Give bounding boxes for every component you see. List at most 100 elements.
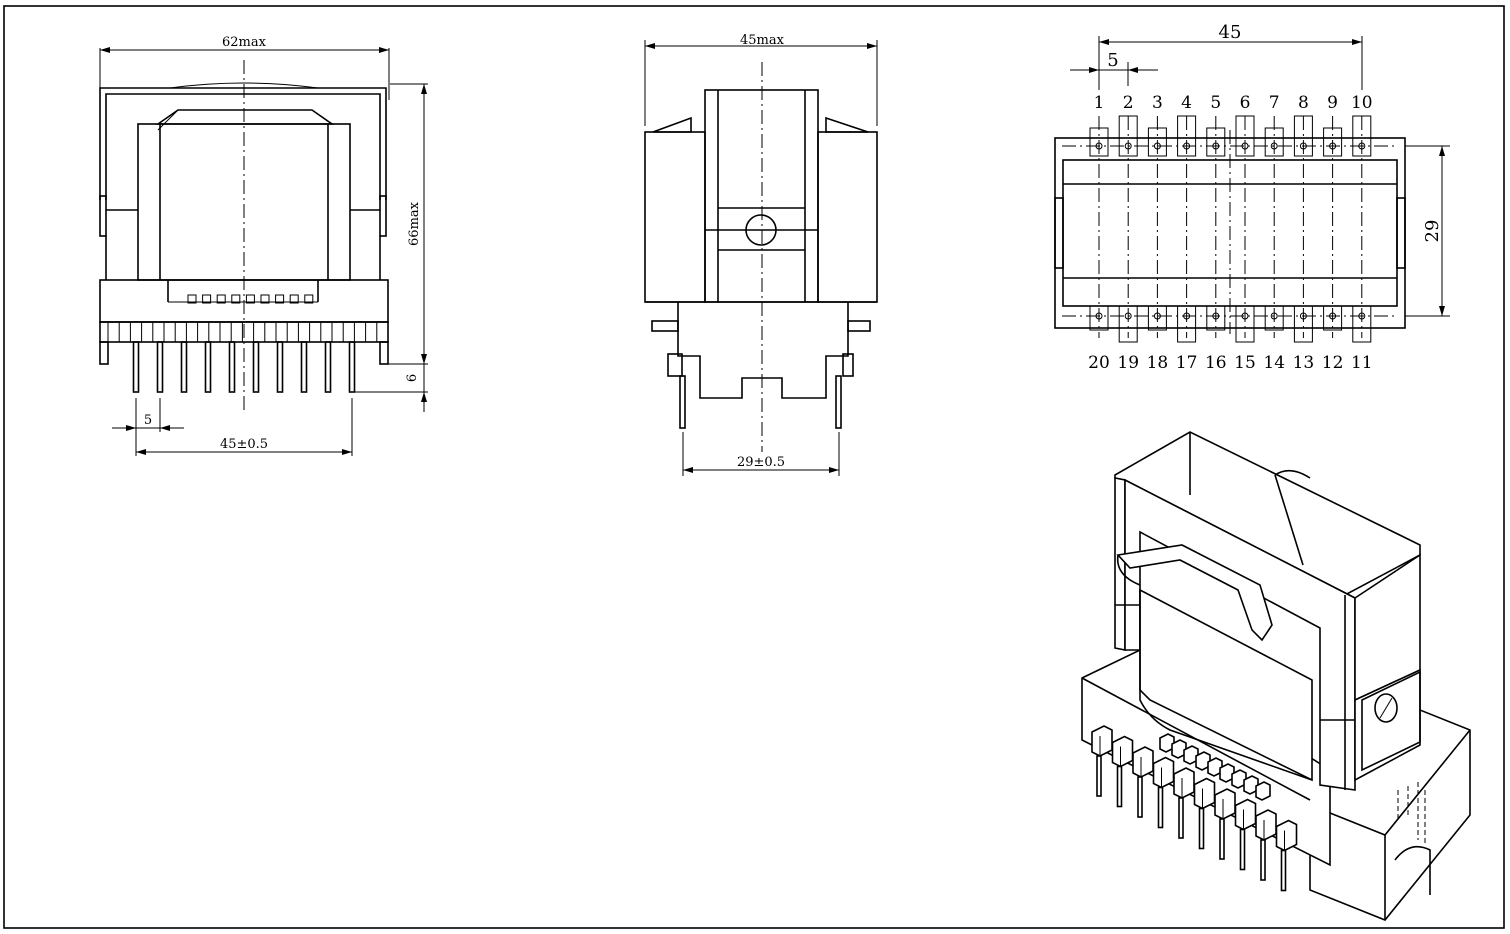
width-label: 62max — [222, 35, 267, 50]
top-pin-label: 9 — [1327, 93, 1338, 113]
front-pin — [276, 341, 284, 393]
top-pin-pad — [1293, 115, 1313, 157]
bottom-pin-pad — [1352, 305, 1372, 343]
bottom-pin-pad — [1118, 305, 1138, 343]
bottom-pin-pad — [1177, 305, 1197, 343]
iso-pin — [1096, 755, 1102, 797]
bottom-pitch-label: 5 — [1107, 50, 1118, 71]
side-width-label: 45max — [740, 33, 785, 48]
base-slot — [304, 294, 314, 304]
base-slot — [187, 294, 197, 304]
height-label: 66max — [407, 201, 422, 246]
bottom-pin-pad — [1235, 305, 1255, 343]
side-span-label: 29±0.5 — [737, 455, 785, 470]
front-pin — [252, 341, 260, 393]
front-pin — [300, 341, 308, 393]
iso-pin — [1260, 839, 1266, 881]
top-pin-hole — [1124, 142, 1132, 150]
top-pin-label: 3 — [1152, 93, 1163, 113]
base-slot — [275, 294, 285, 304]
front-pin — [204, 341, 212, 393]
top-pin-pad — [1089, 127, 1109, 157]
top-pin-pad — [1118, 115, 1138, 157]
top-pin-label: 7 — [1269, 93, 1280, 113]
isometric-view — [1081, 431, 1471, 921]
bottom-pin-label: 18 — [1147, 353, 1169, 373]
front-pin — [156, 341, 164, 393]
iso-pin-block — [1091, 725, 1113, 757]
base-slot — [202, 294, 212, 304]
top-pin-hole — [1270, 142, 1278, 150]
iso-pin-block — [1275, 819, 1298, 852]
bottom-height-label: 29 — [1422, 220, 1443, 243]
bottom-pin-pad — [1147, 305, 1167, 331]
iso-pin-block — [1173, 767, 1195, 799]
top-pin-pad — [1177, 115, 1197, 157]
base-slot — [289, 294, 299, 304]
bottom-pin-pad — [1264, 305, 1284, 331]
top-pin-pad — [1206, 127, 1226, 157]
top-pin-label: 5 — [1210, 93, 1221, 113]
front-pin — [180, 341, 188, 393]
iso-inner-pin — [1255, 781, 1271, 801]
top-pin-pad — [1147, 127, 1167, 157]
sheet-border — [3, 5, 1505, 929]
front-pin — [132, 341, 140, 393]
iso-pin — [1178, 797, 1184, 839]
bottom-pin-hole — [1270, 312, 1278, 320]
bottom-pin-pad — [1323, 305, 1343, 331]
bottom-span-label: 45 — [1219, 22, 1242, 43]
iso-pin — [1116, 765, 1123, 808]
top-pin-pad — [1352, 115, 1372, 157]
iso-pin-block — [1214, 788, 1236, 820]
bottom-pin-label: 19 — [1117, 353, 1139, 373]
front-pin — [228, 341, 236, 393]
iso-pin — [1198, 807, 1205, 850]
iso-pin-block — [1111, 735, 1134, 768]
side-view: 45max 29±0.5 — [644, 33, 878, 476]
bottom-pin-pad — [1089, 305, 1109, 331]
pin-pitch-label: 5 — [144, 413, 152, 428]
iso-screw-icon — [1374, 693, 1398, 723]
iso-pin — [1280, 849, 1287, 892]
bottom-pin-hole — [1124, 312, 1132, 320]
top-pin-label: 1 — [1094, 93, 1105, 113]
base-slot — [260, 294, 270, 304]
bottom-pin-label: 17 — [1176, 353, 1198, 373]
bottom-pin-label: 11 — [1351, 353, 1373, 373]
front-pin — [348, 341, 356, 393]
bottom-pin-label: 16 — [1205, 353, 1227, 373]
iso-pin — [1157, 786, 1164, 829]
front-pin — [324, 341, 332, 393]
top-pin-pad — [1264, 127, 1284, 157]
iso-pin — [1219, 818, 1225, 860]
bottom-pin-label: 20 — [1088, 353, 1110, 373]
iso-pin-block — [1193, 777, 1216, 810]
top-pin-label: 10 — [1351, 93, 1373, 113]
bottom-pin-label: 14 — [1263, 353, 1285, 373]
iso-pin-block — [1152, 756, 1175, 789]
iso-pin — [1239, 828, 1246, 871]
iso-pin-block — [1234, 798, 1257, 831]
bottom-pin-label: 15 — [1234, 353, 1256, 373]
bottom-pin-label: 13 — [1293, 353, 1315, 373]
base-slot — [231, 294, 241, 304]
pin-span-label: 45±0.5 — [220, 437, 268, 452]
iso-pin-block — [1255, 809, 1277, 841]
top-pin-pad — [1235, 115, 1255, 157]
iso-pin — [1137, 776, 1143, 818]
top-pin-label: 4 — [1181, 93, 1192, 113]
bottom-pin-pad — [1293, 305, 1313, 343]
top-pin-label: 8 — [1298, 93, 1309, 113]
pin-length-label: 6 — [405, 374, 420, 382]
bottom-pin-pad — [1206, 305, 1226, 331]
base-slot — [245, 294, 255, 304]
top-pin-pad — [1323, 127, 1343, 157]
base-slot — [216, 294, 226, 304]
top-pin-label: 2 — [1123, 93, 1134, 113]
front-view: 62max — [99, 35, 428, 456]
bottom-pin-label: 12 — [1322, 353, 1344, 373]
